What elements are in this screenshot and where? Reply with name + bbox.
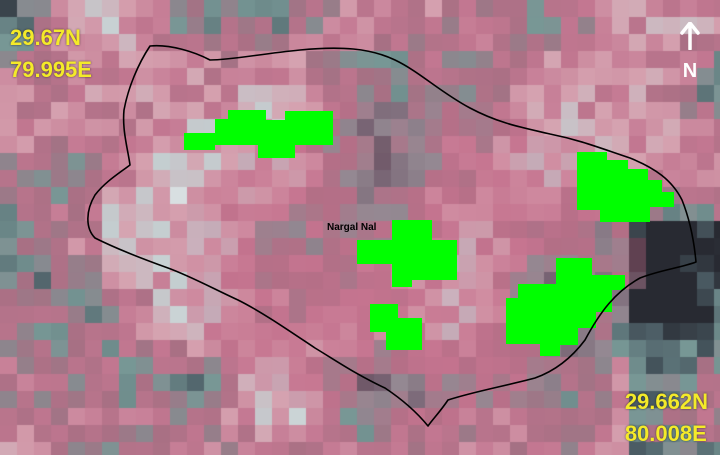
- coordinate-top-left: 29.67N 79.995E: [10, 22, 92, 86]
- coordinate-bottom-right-lat: 29.662N: [624, 389, 708, 414]
- place-label: Nargal Nal: [327, 222, 377, 233]
- coordinate-top-left-lon: 79.995E: [10, 57, 92, 82]
- north-arrow-icon: [680, 22, 700, 50]
- north-indicator: N: [672, 22, 708, 82]
- highlight-patch-east: [577, 152, 674, 222]
- highlight-patches: [184, 110, 674, 356]
- coordinate-top-left-lat: 29.67N: [10, 25, 81, 50]
- highlight-patch-southeast: [506, 258, 625, 356]
- coordinate-bottom-right: 29.662N 80.008E: [625, 386, 708, 450]
- highlight-patch-center: [357, 220, 457, 287]
- coordinate-bottom-right-lon: 80.008E: [624, 421, 707, 446]
- highlight-patch-southwest: [370, 304, 422, 350]
- highlight-patch-northwest: [184, 110, 333, 158]
- watershed-boundary: [87, 44, 697, 427]
- north-label: N: [682, 60, 698, 82]
